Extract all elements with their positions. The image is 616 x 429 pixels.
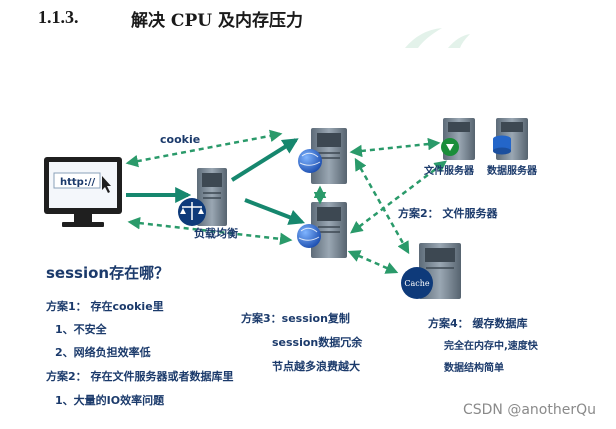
plan2-point1: 1、大量的IO效率问题 bbox=[55, 394, 165, 407]
session-question: session存在哪？ bbox=[46, 264, 170, 282]
plan2-title: 方案2： 存在文件服务器或者数据库里 bbox=[46, 370, 234, 383]
cookie-label: cookie bbox=[160, 133, 201, 146]
load-balancer-label: 负载均衡 bbox=[194, 227, 238, 240]
plan3-title: 方案3：session复制 bbox=[241, 312, 350, 325]
section-title: 解决 CPU 及内存压力 bbox=[131, 11, 303, 31]
decorative-swoosh bbox=[405, 28, 470, 48]
cache-server bbox=[401, 243, 461, 299]
plan1-point2: 2、网络负担效率低 bbox=[55, 346, 151, 359]
arrow-cookie bbox=[125, 129, 283, 168]
globe-icon bbox=[298, 149, 322, 173]
cache-icon bbox=[401, 267, 433, 299]
file-server-label: 文件服务器 bbox=[424, 166, 474, 177]
db-server-label: 数据服务器 bbox=[487, 166, 537, 177]
option2-file-server-label: 方案2： 文件服务器 bbox=[398, 207, 498, 220]
arrow-lb-to-server-top bbox=[230, 138, 299, 182]
plan4-point1: 完全在内存中,速度快 bbox=[444, 341, 538, 352]
section-number: 1.1.3. bbox=[38, 7, 79, 27]
plan4-point2: 数据结构简单 bbox=[444, 363, 504, 374]
plan4-title: 方案4： 缓存数据库 bbox=[428, 317, 528, 330]
arrow-to-file-server bbox=[349, 137, 441, 158]
plan1-title: 方案1： 存在cookie里 bbox=[46, 300, 164, 313]
arrow-bottom-to-cache bbox=[347, 250, 399, 274]
browser-url-text: http:// bbox=[60, 177, 95, 188]
app-server-bottom bbox=[297, 202, 347, 258]
browser-monitor bbox=[44, 157, 122, 227]
plan3-point2: 节点越多浪费越大 bbox=[272, 360, 360, 373]
plan3-point1: session数据冗余 bbox=[272, 336, 363, 349]
plan1-point1: 1、不安全 bbox=[55, 323, 107, 336]
database-server bbox=[493, 118, 528, 160]
cache-label: Cache bbox=[404, 279, 430, 288]
watermark: CSDN @anotherQu bbox=[462, 402, 596, 418]
cursor-icon bbox=[102, 176, 111, 193]
file-server bbox=[441, 118, 475, 160]
app-server-top bbox=[298, 128, 347, 184]
globe-icon bbox=[297, 224, 321, 248]
arrow-lb-to-server-bottom bbox=[244, 198, 305, 225]
